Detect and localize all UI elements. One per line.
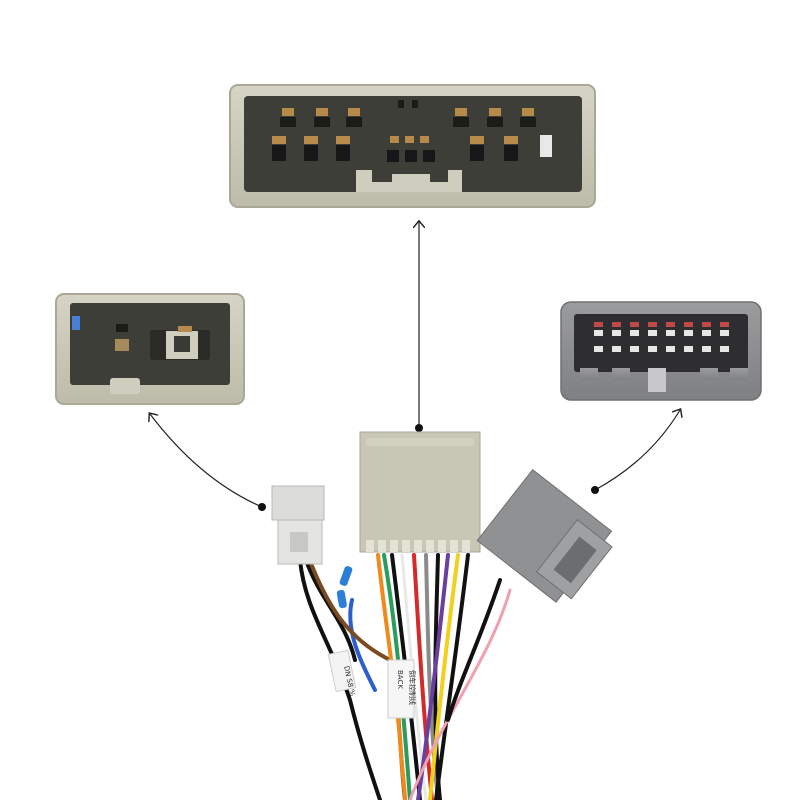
tag-back-line1: BACK xyxy=(396,670,404,689)
left-connector-callout xyxy=(150,414,266,511)
left-connector-face xyxy=(55,293,245,405)
center-beige-connector xyxy=(359,431,481,553)
grey-angled-connector xyxy=(476,468,613,603)
right-connector-callout xyxy=(591,410,680,494)
blue-pin-caps xyxy=(336,566,353,609)
right-connector-face xyxy=(560,301,762,401)
small-white-connector xyxy=(271,485,325,565)
top-connector-callout xyxy=(415,222,423,432)
tag-small: DN S8 % xyxy=(327,649,356,697)
tag-back: BACK 倒车控制线 xyxy=(387,659,417,719)
top-connector-face xyxy=(229,84,596,208)
tag-back-line2: 倒车控制线 xyxy=(408,670,417,705)
